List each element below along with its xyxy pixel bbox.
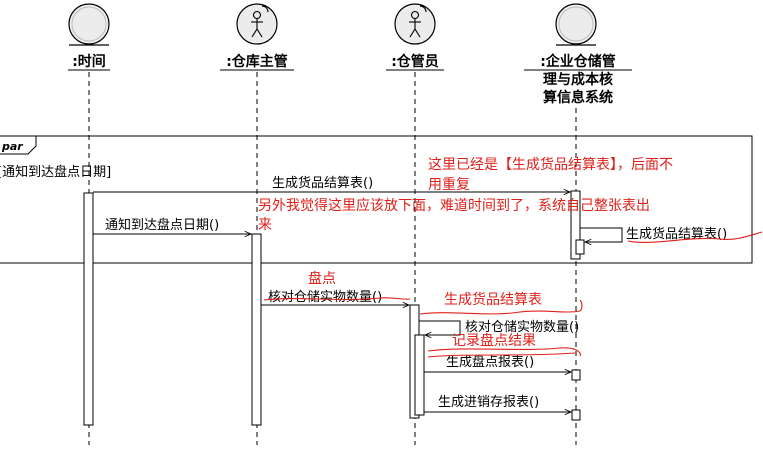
activation-system-nested <box>575 239 585 255</box>
svg-text:这里已经是【生成货品结算表】，后面不: 这里已经是【生成货品结算表】，后面不 <box>428 156 673 173</box>
activation-time <box>83 192 94 426</box>
lifeline-time-label: :时间 <box>68 53 110 71</box>
activation-warehouse-keeper-nested <box>414 334 425 416</box>
activation-system-report2 <box>571 409 581 421</box>
lifeline-time-head[interactable] <box>68 3 110 46</box>
message-label: 生成盘点报表() <box>446 354 534 370</box>
message-check-stock[interactable]: 核对仓储实物数量() <box>261 290 409 305</box>
actor-icon <box>409 10 421 38</box>
message-label: 通知到达盘点日期() <box>105 217 219 233</box>
activation-system-report1 <box>571 369 581 381</box>
svg-text::仓库主管: :仓库主管 <box>226 53 288 70</box>
message-generate-settlement[interactable]: 生成货品结算表() <box>93 175 570 192</box>
annotation-duplicate-note: 这里已经是【生成货品结算表】，后面不 用重复 <box>428 156 673 193</box>
lifeline-warehouse-manager-label: :仓库主管 <box>220 53 294 71</box>
annotation-settlement: 生成货品结算表 <box>444 291 542 308</box>
lifeline-system-head[interactable] <box>555 3 597 46</box>
lifeline-system-label: :企业仓储管 理与成本核 算信息系统 <box>524 53 632 106</box>
svg-text::时间: :时间 <box>72 53 106 70</box>
par-fragment[interactable]: par [通知到达盘点日期] <box>0 135 753 264</box>
svg-text:理与成本核: 理与成本核 <box>543 71 613 88</box>
svg-text:算信息系统: 算信息系统 <box>543 89 613 106</box>
svg-text:用重复: 用重复 <box>428 176 470 193</box>
lifeline-warehouse-keeper-label: :仓管员 <box>386 53 444 71</box>
message-label: 核对仓储实物数量() <box>465 320 579 335</box>
annotation-inventory: 盘点 <box>308 270 336 287</box>
fragment-keyword: par <box>1 140 23 153</box>
message-generate-inventory-report[interactable]: 生成盘点报表() <box>424 354 571 372</box>
activation-system <box>570 190 581 260</box>
fragment-guard: [通知到达盘点日期] <box>0 164 111 180</box>
activation-warehouse-manager <box>251 233 262 426</box>
svg-text::仓管员: :仓管员 <box>391 53 439 70</box>
actor-icon <box>251 10 263 38</box>
annotation-squiggles <box>263 231 763 358</box>
svg-text::企业仓储管: :企业仓储管 <box>540 53 616 70</box>
message-self-generate-settlement[interactable]: 生成货品结算表() <box>580 226 727 242</box>
annotation-move-note: 另外我觉得这里应该放下面，难道时间到了，系统自己整张表出 来 <box>258 197 650 233</box>
svg-text:来: 来 <box>258 217 272 233</box>
message-label: 生成进销存报表() <box>438 395 539 410</box>
message-label: 生成货品结算表() <box>272 175 373 191</box>
message-self-check-stock[interactable]: 核对仓储实物数量() <box>419 320 579 335</box>
message-label: 核对仓储实物数量() <box>268 290 382 305</box>
message-generate-sales-report[interactable]: 生成进销存报表() <box>424 395 571 412</box>
svg-text:另外我觉得这里应该放下面，难道时间到了，系统自己整张表出: 另外我觉得这里应该放下面，难道时间到了，系统自己整张表出 <box>258 197 650 214</box>
lifeline-warehouse-keeper-head[interactable] <box>394 3 436 45</box>
annotation-record-result: 记录盘点结果 <box>452 332 536 349</box>
message-notify-inventory-date[interactable]: 通知到达盘点日期() <box>93 217 251 234</box>
lifeline-warehouse-manager-head[interactable] <box>236 3 278 45</box>
message-label: 生成货品结算表() <box>626 226 727 242</box>
